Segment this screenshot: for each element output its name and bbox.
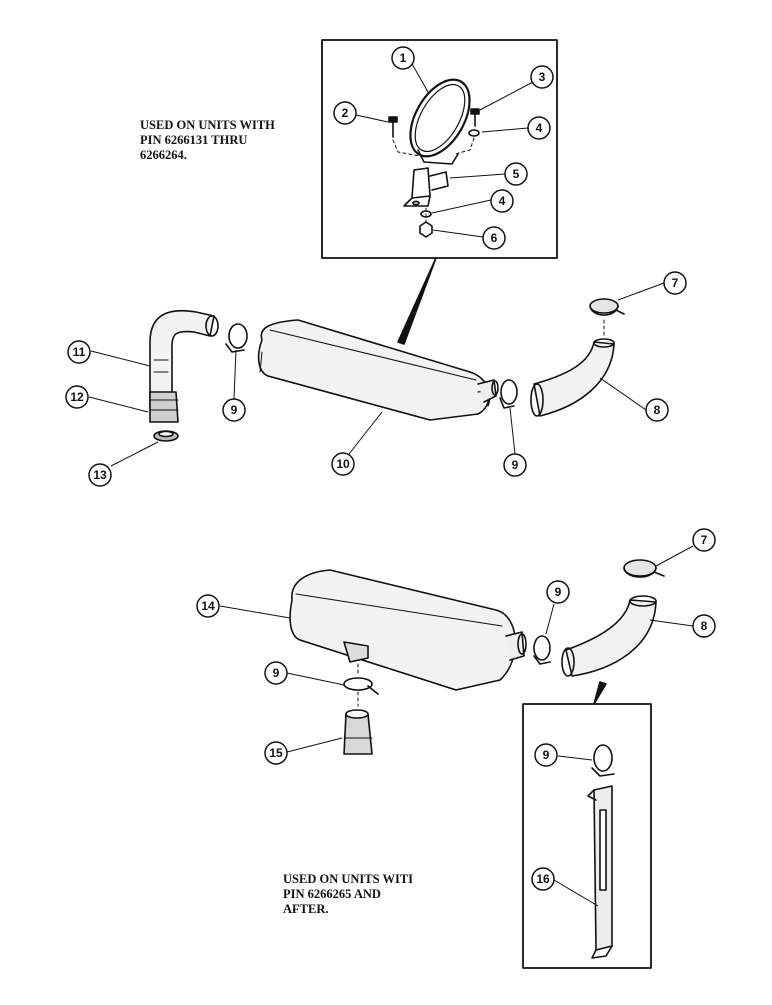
- usage-note-line: AFTER.: [283, 902, 329, 916]
- callout-label: 9: [512, 458, 519, 472]
- usage-note-line: PIN 6266131 THRU: [140, 133, 248, 147]
- clamp-lower-right: [533, 635, 551, 665]
- muffler-lower: [289, 569, 527, 691]
- support-bracket: [587, 785, 613, 959]
- clamp-upper-right: [499, 379, 518, 409]
- callout-bubble: 2: [333, 101, 357, 125]
- callout-bubble: 9: [503, 453, 527, 477]
- callout-label: 10: [336, 457, 350, 471]
- callout-bubble: 7: [692, 528, 716, 552]
- elbow-pipe: [149, 309, 219, 409]
- callout-bubble: 14: [196, 594, 220, 618]
- callout-bubble: 4: [527, 116, 551, 140]
- callout-label: 3: [539, 70, 546, 84]
- callouts: 1 2 3 4 4 5 6 7 8 9 9 10 11 12 13 14 9 1…: [65, 46, 716, 891]
- callout-label: 2: [342, 106, 349, 120]
- outlet-adapter: [343, 709, 373, 755]
- callout-bubble: 5: [504, 162, 528, 186]
- callout-label: 4: [499, 194, 506, 208]
- exhaust-pipe-upper: [530, 338, 615, 417]
- mount-bracket: [403, 167, 449, 207]
- callout-bubble: 4: [490, 189, 514, 213]
- rain-cap-upper: [589, 298, 625, 337]
- callout-label: 15: [269, 746, 283, 760]
- clamp-lower-center: [343, 663, 379, 707]
- callout-bubble: 3: [530, 65, 554, 89]
- clamp-upper-left: [225, 323, 248, 353]
- usage-note-bottom: USED ON UNITS WITI PIN 6266265 AND AFTER…: [283, 872, 413, 917]
- callout-bubble: 9: [222, 398, 246, 422]
- callout-bubble: 11: [67, 340, 91, 364]
- callout-label: 16: [536, 872, 550, 886]
- washer-lower: [420, 210, 432, 218]
- callout-bubble: 12: [65, 385, 89, 409]
- callout-label: 9: [231, 403, 238, 417]
- callout-label: 11: [73, 345, 86, 359]
- callout-bubble: 6: [482, 226, 506, 250]
- usage-note-top: USED ON UNITS WITH PIN 6266131 THRU 6266…: [140, 118, 275, 163]
- callout-bubble: 16: [531, 867, 555, 891]
- inset-box-bottom: [522, 703, 652, 969]
- callout-label: 12: [70, 390, 84, 404]
- callout-bubble: 15: [264, 741, 288, 765]
- usage-note-line: 6266264.: [140, 148, 187, 162]
- hex-nut: [419, 221, 433, 238]
- muffler-upper: [257, 319, 499, 421]
- callout-label: 9: [273, 666, 280, 680]
- rain-cap-lower: [623, 559, 665, 578]
- strap-band: [409, 78, 471, 165]
- inset-pointer-top: [397, 257, 437, 345]
- pipe-adapter: [149, 391, 179, 423]
- usage-note-line: USED ON UNITS WITH: [140, 118, 275, 132]
- bolt-right: [470, 108, 480, 127]
- callout-bubble: 8: [645, 398, 669, 422]
- inset-box-top: [321, 39, 558, 259]
- callout-bubble: 7: [663, 271, 687, 295]
- callout-bubble: 8: [692, 614, 716, 638]
- callout-bubble: 9: [264, 661, 288, 685]
- callout-label: 9: [543, 748, 550, 762]
- callout-label: 8: [654, 403, 661, 417]
- seal-ring: [153, 430, 179, 442]
- callout-bubble: 10: [331, 452, 355, 476]
- callout-label: 4: [536, 121, 543, 135]
- callout-label: 1: [400, 51, 407, 65]
- exhaust-pipe-lower: [561, 595, 657, 677]
- callout-bubble: 9: [534, 743, 558, 767]
- callout-label: 9: [555, 585, 562, 599]
- usage-note-line: USED ON UNITS WITI: [283, 872, 414, 886]
- bolt-left: [388, 116, 398, 138]
- leader-lines: [88, 61, 694, 907]
- usage-note-line: PIN 6266265 AND: [283, 887, 381, 901]
- washer-upper: [468, 129, 480, 137]
- callout-bubble: 13: [88, 463, 112, 487]
- callout-label: 6: [491, 231, 498, 245]
- callout-label: 8: [701, 619, 708, 633]
- callout-label: 7: [701, 533, 708, 547]
- callout-label: 13: [93, 468, 107, 482]
- callout-label: 5: [513, 167, 520, 181]
- clamp-support: [591, 744, 615, 777]
- callout-label: 7: [672, 276, 679, 290]
- inset-pointer-bottom: [593, 681, 607, 705]
- callout-label: 14: [201, 599, 215, 613]
- callout-bubble: 1: [391, 46, 415, 70]
- callout-bubble: 9: [546, 580, 570, 604]
